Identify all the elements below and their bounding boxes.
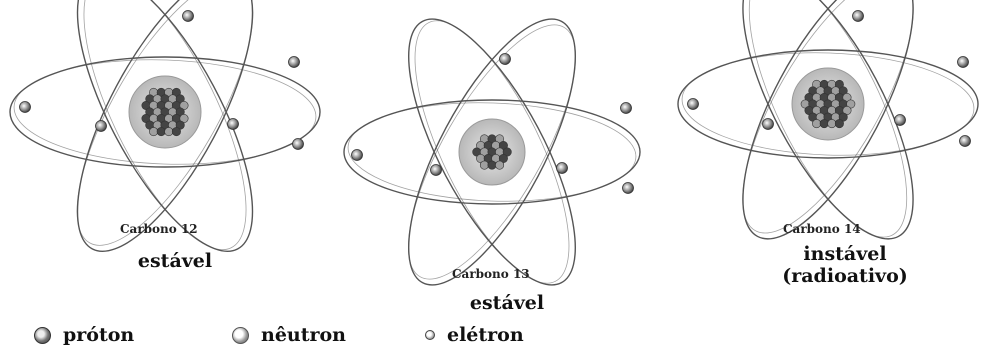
electron <box>852 10 864 22</box>
nucleus <box>141 87 189 137</box>
electron <box>762 118 774 130</box>
electron <box>622 182 634 194</box>
orbit <box>343 99 641 205</box>
electron <box>430 164 442 176</box>
electron <box>292 138 304 150</box>
orbit-shadow <box>13 59 317 165</box>
neutron <box>149 127 159 137</box>
legend-label-proton: próton <box>63 324 135 346</box>
atom-name-carbono-12: Carbono 12 <box>120 222 198 236</box>
atom-3 <box>677 0 979 240</box>
atom-name-carbono-14: Carbono 14 <box>783 222 861 236</box>
nucleus <box>472 134 512 170</box>
neutron <box>812 119 822 129</box>
electron <box>687 98 699 110</box>
stability-line: instável <box>803 243 887 265</box>
legend-item-neutron: nêutron <box>232 320 346 350</box>
neutron <box>495 160 505 170</box>
orbit-shadow <box>83 0 247 251</box>
orbit <box>408 18 576 286</box>
stability-line: estável <box>469 292 545 314</box>
legend: próton nêutron elétron <box>0 320 981 350</box>
electron <box>19 101 31 113</box>
electron <box>499 53 511 65</box>
electron-icon <box>425 330 435 340</box>
neutron <box>479 160 489 170</box>
atom-2 <box>343 18 641 286</box>
atom-stability-carbono-14: instável (radioativo) <box>745 243 945 287</box>
orbit-shadow <box>414 20 570 284</box>
stability-line: estável <box>137 250 213 272</box>
proton-icon <box>34 326 51 344</box>
electron <box>288 56 300 68</box>
orbit <box>9 56 321 168</box>
orbit-shadow <box>76 0 254 246</box>
proton <box>487 160 497 170</box>
neutron-icon <box>232 326 249 344</box>
electron <box>957 56 969 68</box>
proton <box>819 119 829 129</box>
electron <box>95 120 107 132</box>
proton <box>156 127 166 137</box>
neutron <box>827 119 837 129</box>
atom-1 <box>9 0 321 252</box>
legend-item-proton: próton <box>34 320 134 350</box>
orbit-shadow <box>408 24 576 280</box>
electron <box>620 102 632 114</box>
electron <box>556 162 568 174</box>
stability-line: (radioativo) <box>782 265 908 287</box>
orbit <box>76 0 254 252</box>
nucleus <box>800 79 856 129</box>
orbit-shadow <box>347 102 637 202</box>
proton <box>834 119 844 129</box>
orbit-shadow <box>742 0 914 234</box>
electron <box>182 10 194 22</box>
legend-label-neutron: nêutron <box>261 324 346 346</box>
proton <box>171 127 181 137</box>
orbit-shadow <box>748 0 908 238</box>
electron <box>351 149 363 161</box>
legend-label-electron: elétron <box>447 324 524 346</box>
atom-stability-carbono-12: estável <box>110 250 240 272</box>
atom-name-carbono-13: Carbono 13 <box>452 267 530 281</box>
orbit <box>677 49 979 159</box>
electron <box>894 114 906 126</box>
orbit <box>742 0 914 240</box>
neutron <box>164 127 174 137</box>
orbit-shadow <box>681 52 975 156</box>
legend-item-electron: elétron <box>425 320 524 350</box>
electron <box>227 118 239 130</box>
electron <box>959 135 971 147</box>
orbit <box>76 0 254 252</box>
orbit <box>742 0 914 240</box>
orbit <box>408 18 576 286</box>
atom-stability-carbono-13: estável <box>442 292 572 314</box>
